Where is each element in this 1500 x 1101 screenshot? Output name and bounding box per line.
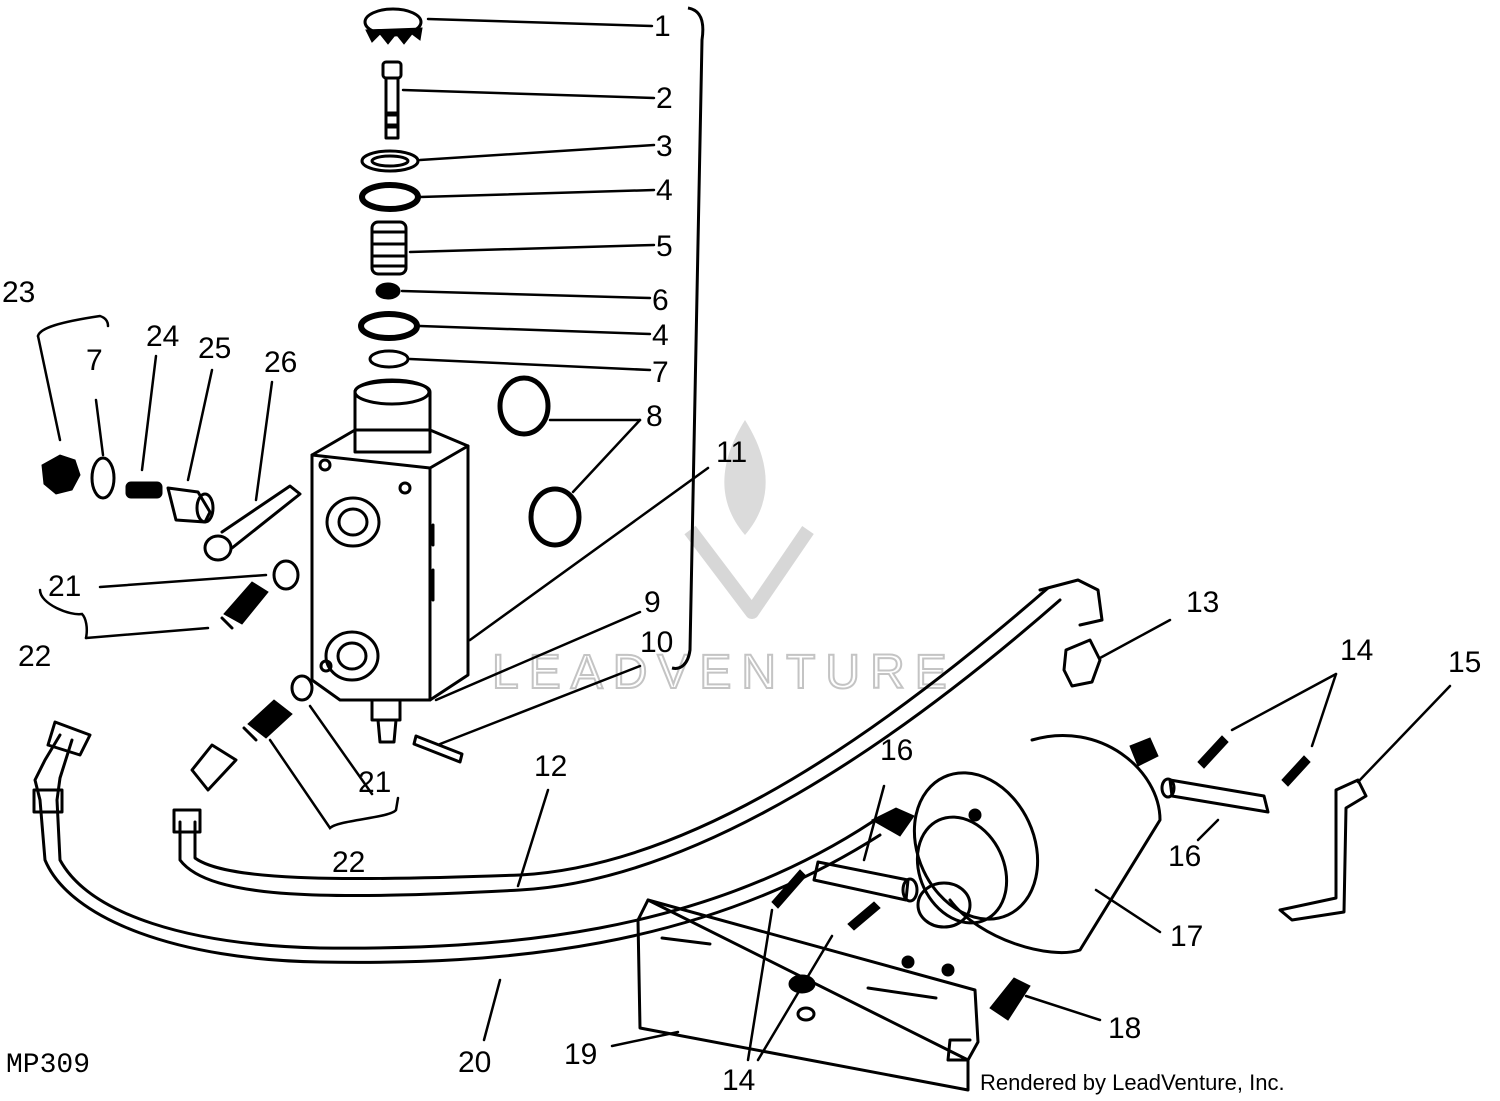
callout-label: 9 (644, 586, 661, 619)
callout-label: 8 (646, 400, 663, 433)
part-4-washer (359, 182, 421, 212)
callout-label: 1 (654, 10, 671, 43)
part-20-hose (32, 720, 882, 964)
callout-label: 12 (534, 750, 567, 783)
part-3-ring (360, 149, 420, 173)
callout-label: 24 (146, 320, 179, 353)
watermark-text: LEADVENTURE (492, 646, 957, 699)
part-13-fitting (1062, 638, 1102, 688)
callout-label: 14 (1340, 634, 1373, 667)
part-22-fitting-left (220, 581, 269, 630)
part-14-pins-center (771, 869, 881, 994)
callout-label: 26 (264, 346, 297, 379)
render-credit: Rendered by LeadVenture, Inc. (980, 1070, 1285, 1095)
callout-label: 16 (1168, 840, 1201, 873)
leader-lines (36, 17, 1452, 1062)
part-8-orings (497, 375, 582, 548)
part-26-bolt (203, 484, 302, 562)
callout-label: 20 (458, 1046, 491, 1079)
part-16-pin-center (812, 860, 919, 903)
callout-label: 18 (1108, 1012, 1141, 1045)
part-16-fitting-hose (870, 807, 915, 837)
callout-label: 5 (656, 230, 673, 263)
part-5-spring (370, 220, 408, 276)
callout-label: 16 (880, 734, 913, 767)
part-14-pins-right (1197, 735, 1311, 787)
part-12-hose (172, 578, 1104, 898)
callout-labels: 1 2 3 4 5 6 4 7 8 11 23 24 25 26 7 21 22… (2, 10, 1481, 1097)
part-16-pin-right (1160, 777, 1270, 814)
callout-label: 13 (1186, 586, 1219, 619)
callout-label: 14 (722, 1064, 755, 1097)
callout-label: 25 (198, 332, 231, 365)
diagram-code: MP309 (6, 1050, 90, 1081)
part-21-oring-left (272, 559, 300, 591)
callout-label: 4 (656, 174, 673, 207)
part-21-oring-lower (290, 674, 314, 702)
callout-label: 10 (640, 626, 673, 659)
callout-label: 2 (656, 82, 673, 115)
watermark-logo: LEADVENTURE (491, 420, 957, 700)
callout-label: 3 (656, 130, 673, 163)
part-7-oring (368, 349, 410, 369)
part-valve-body (310, 378, 470, 744)
callout-label: 22 (18, 640, 51, 673)
part-2-spool (381, 60, 403, 140)
part-15-bracket (1278, 778, 1368, 922)
callout-label: 15 (1448, 646, 1481, 679)
part-6-ball (375, 282, 401, 300)
callout-label: 22 (332, 846, 365, 879)
part-23-plug (41, 454, 81, 495)
part-19-mounting-plate (636, 898, 980, 1092)
callout-label: 7 (652, 356, 669, 389)
part-1-cap (363, 7, 423, 45)
callout-label: 21 (358, 766, 391, 799)
part-7-oring-left (90, 456, 116, 500)
part-22-fitting-lower (242, 699, 293, 742)
part-17-filter (912, 734, 1162, 955)
part-25-sleeve (166, 486, 215, 524)
part-24-spring (125, 481, 163, 499)
callout-label: 6 (652, 284, 669, 317)
callout-label: 23 (2, 276, 35, 309)
callout-label: 7 (86, 344, 103, 377)
part-10-pin (412, 734, 464, 764)
callout-label: 21 (48, 570, 81, 603)
callout-label: 11 (716, 436, 747, 469)
callout-label: 4 (652, 319, 669, 352)
callout-label: 19 (564, 1038, 597, 1071)
group-bracket (671, 6, 705, 670)
part-18-bolt (989, 977, 1031, 1021)
callout-label: 17 (1170, 920, 1203, 953)
part-4-washer-lower (358, 311, 420, 341)
